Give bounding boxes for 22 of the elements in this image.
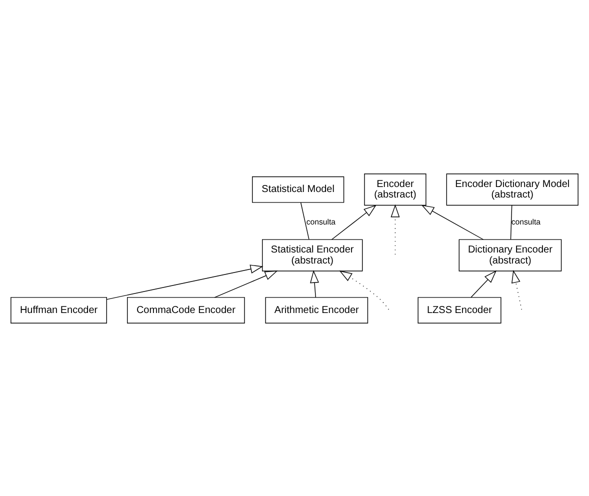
node-box: Statistical Model [252,176,344,202]
arrow [106,264,264,300]
edge-label: consulta [511,216,541,226]
node-box: Huffman Encoder [10,296,107,323]
node-box: Statistical Encoder (abstract) [262,238,363,271]
node-box: Encoder (abstract) [364,173,426,206]
arrow [214,270,278,298]
arrow [310,270,319,298]
node-box: CommaCode Encoder [127,296,245,323]
arrow [511,270,522,310]
arrow [470,270,497,298]
node-box: Arithmetic Encoder [265,296,368,323]
connector [300,202,310,240]
arrow [339,270,390,310]
arrow [390,204,400,254]
edge-label: consulta [306,216,336,226]
node-box: Dictionary Encoder (abstract) [458,238,562,271]
node-box: LZSS Encoder [418,296,502,323]
connector [510,204,512,240]
node-box: Encoder Dictionary Model (abstract) [446,173,578,206]
arrow [421,204,484,240]
arrow [331,204,376,240]
